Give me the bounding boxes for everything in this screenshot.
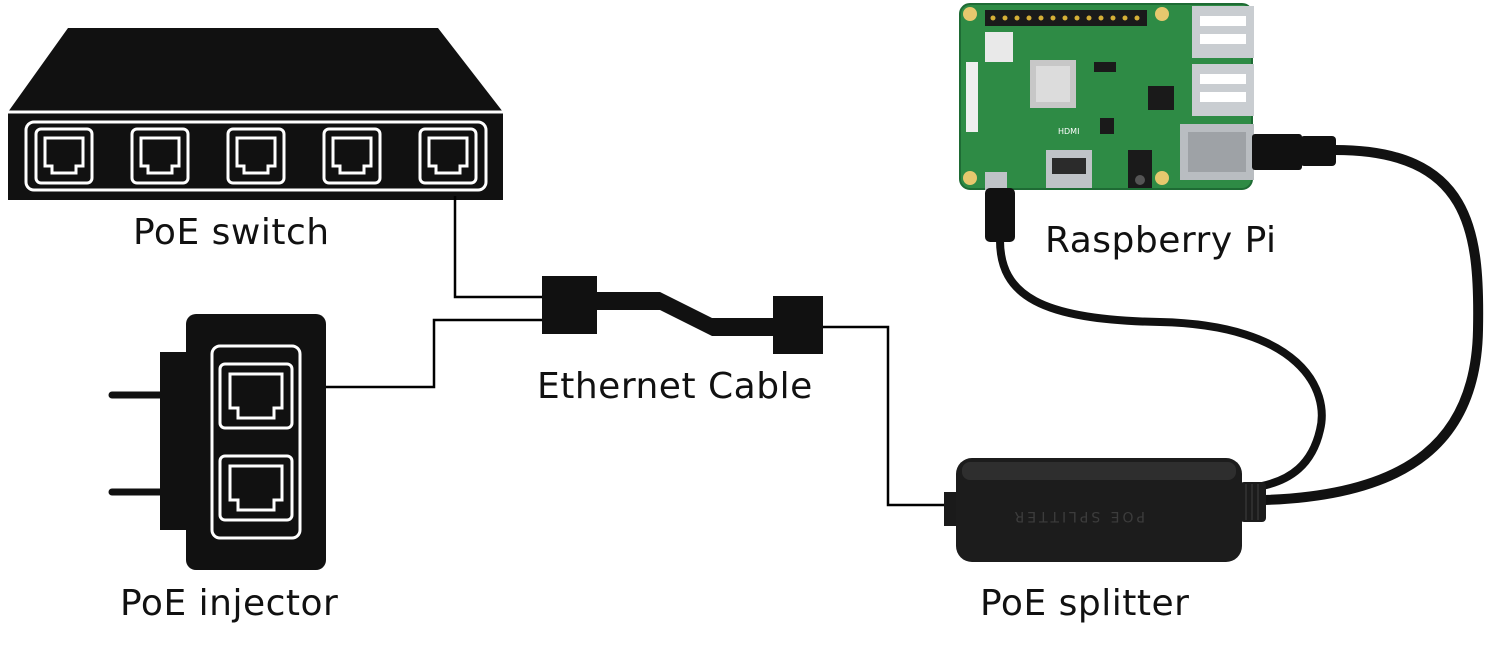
poe-injector-icon xyxy=(108,314,326,570)
hdmi-silkscreen: HDMI xyxy=(1058,127,1079,136)
switch-port-icon xyxy=(130,127,190,185)
cable-to-splitter-wire xyxy=(822,325,950,507)
injector-to-cable-wire xyxy=(326,318,542,389)
splitter-body-text: POE SPLITTER xyxy=(1012,508,1145,524)
switch-port-icon xyxy=(226,127,286,185)
ethernet-cable-icon xyxy=(542,276,823,354)
switch-port-icon xyxy=(418,127,478,185)
poe-injector-label: PoE injector xyxy=(120,583,339,624)
poe-switch-label: PoE switch xyxy=(133,212,330,253)
ethernet-cable-label: Ethernet Cable xyxy=(537,366,813,407)
switch-port-icon xyxy=(322,127,382,185)
poe-splitter-label: PoE splitter xyxy=(980,583,1190,624)
switch-port-icon xyxy=(34,127,94,185)
switch-to-cable-wire xyxy=(453,196,542,299)
raspberry-pi-label: Raspberry Pi xyxy=(1045,220,1277,261)
connection-wires xyxy=(326,196,950,507)
poe-switch-icon xyxy=(8,28,503,200)
poe-splitter-device: POE SPLITTER xyxy=(944,458,1266,562)
raspberry-pi-board: HDMI xyxy=(959,3,1484,505)
